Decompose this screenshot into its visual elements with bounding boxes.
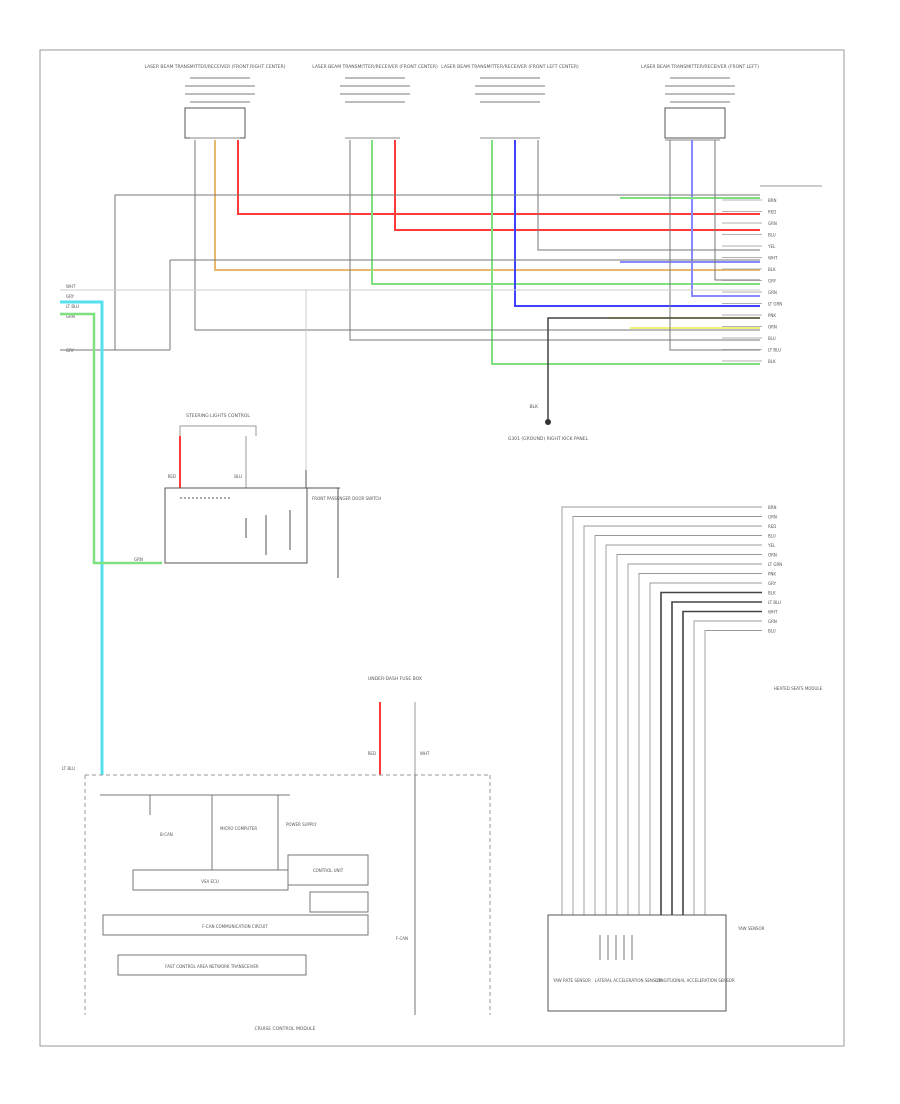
- sensor-title-2: LASER BEAM TRANSMITTER/RECEIVER (FRONT C…: [312, 64, 438, 70]
- sensor-housing-1: [184, 107, 246, 139]
- lower-bank-wire: [594, 535, 762, 915]
- lower-bank-label: BLU: [768, 534, 776, 539]
- left-wire-1: WHT: [66, 284, 76, 289]
- lower-bank-wire: [605, 544, 762, 915]
- cyan-wire: [60, 300, 104, 775]
- yaw-sub-3: LONGITUDINAL ACCELERATION SENSOR: [655, 978, 735, 983]
- cruise-inner-vsa: VSA ECU: [201, 879, 219, 884]
- cruise-inner-transceiver: FAST CONTROL AREA NETWORK TRANSCEIVER: [165, 964, 259, 969]
- sensor-title-3: LASER BEAM TRANSMITTER/RECEIVER (FRONT L…: [441, 64, 579, 70]
- right-bank-label: GRN: [768, 290, 777, 295]
- lamp-wire-right: BLU: [234, 474, 242, 479]
- lamp-module-box: [164, 487, 308, 564]
- left-wire-labels: WHT GRY LT BLU GRN GRY: [66, 284, 79, 353]
- sensor-housing-4: [664, 107, 726, 139]
- lower-bank-label: WHT: [768, 610, 778, 615]
- lower-bank-wire: [693, 620, 762, 915]
- lamp-bracket: [179, 425, 257, 436]
- right-bank-label: BLK: [768, 267, 776, 272]
- right-bank-label: RED: [768, 210, 776, 215]
- fuse-label: UNDER-DASH FUSE BOX: [368, 676, 422, 682]
- right-bank-label: YEL: [767, 244, 776, 249]
- right-bank-label: LT BLU: [768, 348, 781, 353]
- fuse-wire-left: RED: [368, 751, 376, 756]
- lower-bank-wire: [572, 516, 762, 915]
- yaw-sensor-box: [547, 914, 727, 1012]
- cruise-module-title: CRUISE CONTROL MODULE: [255, 1026, 316, 1032]
- cruise-inner-power: POWER SUPPLY: [286, 822, 317, 827]
- cruise-inner-micro: MICRO COMPUTER: [220, 826, 257, 831]
- cruise-module: B-CAN MICRO COMPUTER POWER SUPPLY VSA EC…: [84, 774, 491, 1032]
- lower-bank-wire: [616, 554, 762, 915]
- top-harness-gray: [60, 140, 760, 351]
- fuse-wire-right: WHT: [420, 751, 430, 756]
- lower-bank-label: LT GRN: [768, 562, 782, 567]
- cruise-inner-bcan: B-CAN: [160, 832, 173, 837]
- sensor-titles: LASER BEAM TRANSMITTER/RECEIVER (FRONT R…: [144, 64, 759, 70]
- ground-label: G301 (GROUND) RIGHT KICK PANEL: [508, 436, 589, 442]
- lower-bank-wire: [638, 573, 762, 915]
- yaw-sub-2: LATERAL ACCELERATION SENSOR: [595, 978, 662, 983]
- cruise-inner-control: CONTROL UNIT: [313, 868, 344, 873]
- lower-bank-wire: [583, 525, 762, 915]
- lower-bank-wire: [660, 591, 762, 915]
- sensor-connectors: [190, 137, 720, 141]
- right-bank-label: BLU: [768, 233, 776, 238]
- lower-bank-label: RED: [768, 524, 776, 529]
- sensor-title-4: LASER BEAM TRANSMITTER/RECEIVER (FRONT L…: [641, 64, 759, 70]
- lower-bank-wire: [561, 506, 762, 915]
- lower-bank-label: GRN: [768, 619, 777, 624]
- yaw-sensor-title: YAW SENSOR: [737, 926, 765, 931]
- right-bank-label: BLU: [768, 336, 776, 341]
- lower-bank-label: BLK: [768, 591, 776, 596]
- lamp-title: STEERING LIGHTS CONTROL: [186, 413, 250, 419]
- right-bank-label: LT GRN: [768, 302, 782, 307]
- left-wire-3: LT BLU: [66, 304, 79, 309]
- lamp-module-label: FRONT PASSENGER DOOR SWITCH: [312, 496, 381, 501]
- lower-bank-label: PNK: [768, 572, 776, 577]
- cruise-inner-fcan: F-CAN COMMUNICATION CIRCUIT: [202, 924, 268, 929]
- cruise-side-tag: F-CAN: [396, 936, 408, 941]
- right-bank-label: ORN: [768, 325, 777, 330]
- lower-bank-label: BRN: [768, 505, 777, 510]
- lower-bank-label: YEL: [767, 543, 776, 548]
- right-bank-label: WHT: [768, 256, 778, 261]
- ground-point: [545, 419, 551, 425]
- yaw-sub-1: YAW RATE SENSOR: [552, 978, 591, 983]
- lower-bank-label: ORN: [768, 553, 777, 558]
- ground-wire-label: BLK: [529, 404, 539, 410]
- lower-bank-label: LT BLU: [768, 600, 781, 605]
- lower-bank-wire: [627, 563, 762, 915]
- right-bank-label: PNK: [768, 313, 776, 318]
- lower-bank-title: HEATED SEATS MODULE: [774, 686, 823, 691]
- right-bank-label: BLK: [768, 359, 776, 364]
- lower-bank-label: BLU: [768, 629, 776, 634]
- lower-bank-wire: [671, 601, 762, 915]
- diagram-frame: [39, 49, 845, 1047]
- lower-bank-label: GRN: [768, 515, 777, 520]
- lamp-wire-left: RED: [168, 474, 176, 479]
- lower-bank-wire: [649, 582, 762, 915]
- left-wire-2: GRY: [66, 294, 75, 299]
- right-bank-label: GRY: [768, 279, 777, 284]
- lower-bank: BRN GRN RED BLU YEL ORN LT GRN PNK GRY BLK LT BLU W…: [561, 505, 782, 915]
- left-wire-4: GRN: [66, 314, 75, 319]
- lamp-module-internals: [180, 290, 340, 578]
- green-wire: [60, 312, 162, 565]
- right-bank-labels: BRN RED GRN BLU YEL WHT BLK GRY GRN LT GRN PNK ORN B…: [722, 198, 782, 364]
- cyan-tag: LT BLU: [62, 766, 75, 771]
- right-bank-label: BRN: [768, 198, 777, 203]
- ground-wire: [547, 317, 760, 420]
- lower-bank-wire: [704, 630, 762, 915]
- sensor-title-lines: [185, 77, 735, 103]
- yaw-sensor-internals: [599, 935, 633, 960]
- right-bank-label: GRN: [768, 221, 777, 226]
- green-tag: GRN: [134, 557, 143, 562]
- lower-bank-wire: [682, 610, 762, 915]
- lower-bank-label: GRY: [768, 581, 777, 586]
- sensor-title-1: LASER BEAM TRANSMITTER/RECEIVER (FRONT R…: [144, 64, 285, 70]
